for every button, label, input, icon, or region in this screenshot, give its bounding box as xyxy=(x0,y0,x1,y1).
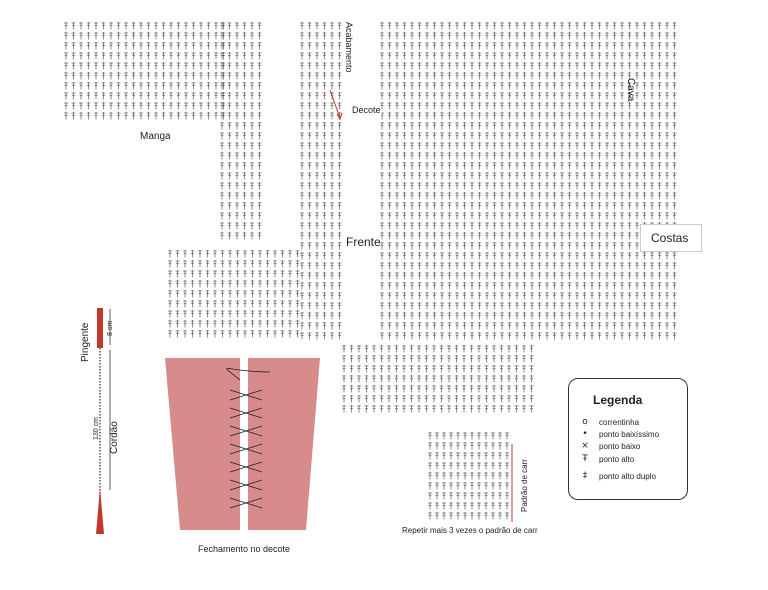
single-crochet-icon: × xyxy=(581,441,589,451)
legend: Legenda o correntinha • ponto baixíssimo… xyxy=(568,378,688,500)
legend-item-ponto-alto-duplo: ‡ ponto alto duplo xyxy=(577,471,656,481)
label-decote: Decote xyxy=(352,105,381,115)
chain-stitch-icon: o xyxy=(582,417,588,427)
double-crochet-icon: Ŧ xyxy=(582,454,588,464)
slip-stitch-icon: • xyxy=(582,429,588,439)
legend-item-ponto-baixo: × ponto baixo xyxy=(577,441,640,451)
closure-panel-right xyxy=(248,358,320,530)
label-manga: Manga xyxy=(140,131,171,142)
label-cordao-size: 130 cm xyxy=(93,417,100,440)
legend-label: ponto baixo xyxy=(599,441,641,451)
costas-label-box xyxy=(640,224,702,252)
body-stitch-block xyxy=(380,22,677,340)
tassel xyxy=(96,488,104,534)
border-stitch-block xyxy=(342,345,534,413)
pendant-top xyxy=(97,308,103,348)
label-repetir: Repetir mais 3 vezes o padrão de carr xyxy=(402,526,538,535)
treble-crochet-icon: ‡ xyxy=(582,471,588,481)
sleeve-column-block xyxy=(220,22,262,240)
legend-item-correntinha: o correntinha xyxy=(577,417,639,427)
label-pingente-size: 8 cm xyxy=(107,320,114,336)
label-cordao: Cordão xyxy=(109,421,120,454)
legend-item-ponto-baixissimo: • ponto baixíssimo xyxy=(577,429,659,439)
label-costas: Costas xyxy=(651,231,689,245)
legend-label: ponto alto xyxy=(599,454,635,464)
label-acabamento: Acabamento xyxy=(344,22,354,73)
legend-item-ponto-alto: Ŧ ponto alto xyxy=(577,454,634,464)
legend-label: ponto baixíssimo xyxy=(599,429,660,439)
label-fechamento: Fechamento no decote xyxy=(198,544,291,554)
front-left-stitch-block xyxy=(168,250,300,338)
label-frente: Frente xyxy=(346,235,381,249)
legend-label: correntinha xyxy=(599,417,640,427)
front-narrow-block xyxy=(300,22,342,340)
label-padrao: Padrão de carr xyxy=(520,459,529,512)
label-cava: Cava xyxy=(625,78,636,102)
pattern-repeat-block xyxy=(428,432,509,520)
legend-label: ponto alto duplo xyxy=(599,471,656,481)
closure-lacing xyxy=(226,368,271,509)
sleeve-stitch-block xyxy=(64,22,226,120)
decote-arrow xyxy=(329,89,341,119)
neck-opening xyxy=(346,110,382,340)
closure-panel-left xyxy=(165,358,240,530)
label-pingente: Pingente xyxy=(80,322,91,362)
decote-arrow-head xyxy=(336,112,343,121)
legend-title: Legenda xyxy=(593,393,643,407)
